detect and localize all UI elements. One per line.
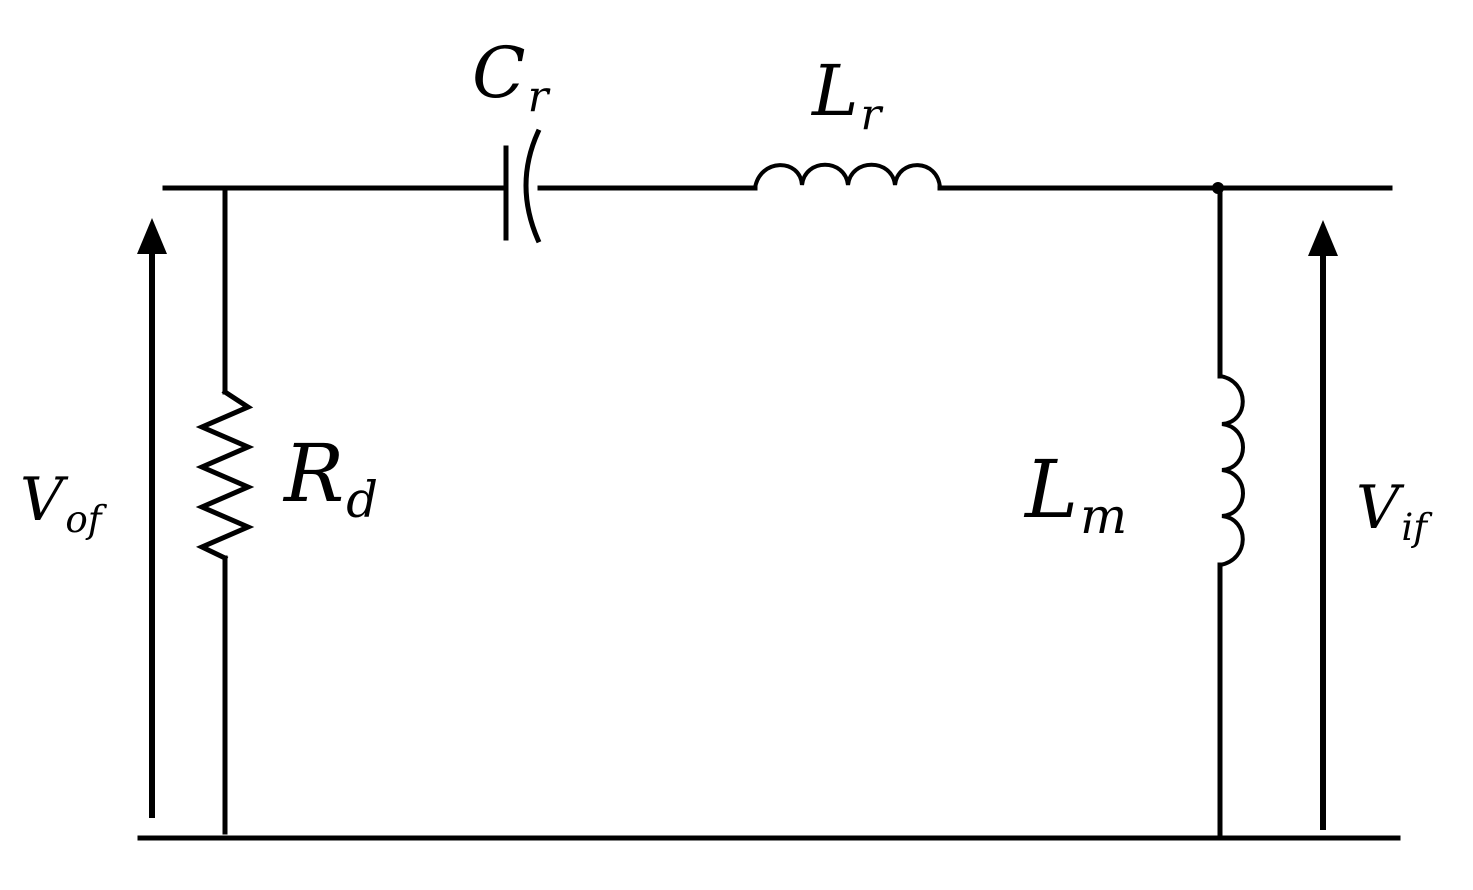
resistor-rd (195, 388, 255, 562)
label-rd: Rd (284, 434, 378, 525)
label-vif-main: V (1356, 473, 1400, 543)
vif-arrow (1308, 220, 1338, 830)
label-lr-main: L (812, 50, 859, 132)
label-vof-sub: of (65, 496, 102, 541)
label-vof-main: V (20, 465, 64, 535)
label-lm: Lm (1025, 450, 1127, 541)
label-cr: Cr (472, 38, 548, 119)
inductor-lr (753, 162, 942, 190)
label-rd-main: R (284, 427, 345, 520)
inductor-lm (1218, 374, 1245, 567)
label-cr-sub: r (527, 71, 549, 122)
label-vof: Vof (20, 470, 102, 538)
label-lr-sub: r (860, 89, 882, 140)
label-cr-main: C (472, 32, 526, 114)
vof-arrow (137, 218, 167, 818)
label-lm-sub: m (1080, 486, 1128, 545)
capacitor-cr (503, 128, 542, 244)
label-vif-sub: if (1401, 504, 1428, 549)
label-rd-sub: d (346, 470, 378, 529)
label-lm-main: L (1025, 443, 1079, 536)
label-vif: Vif (1356, 478, 1427, 546)
label-lr: Lr (812, 56, 881, 137)
